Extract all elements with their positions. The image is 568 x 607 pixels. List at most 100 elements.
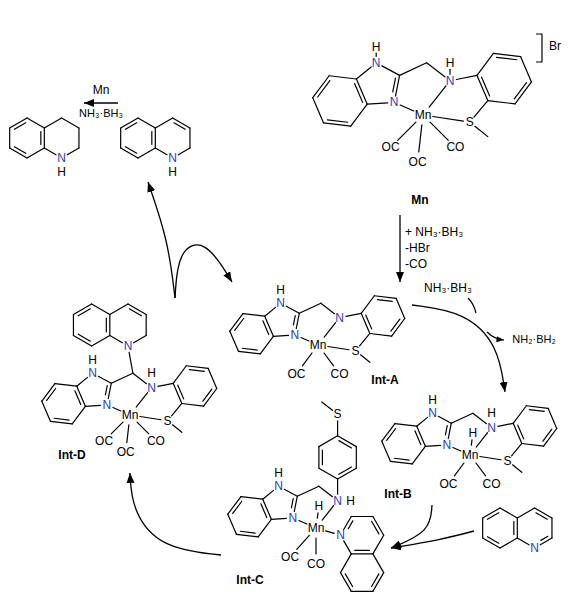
bond-line bbox=[370, 333, 392, 336]
compound-label: Int-C bbox=[236, 574, 263, 587]
bond-line bbox=[361, 313, 370, 333]
bond-line bbox=[134, 336, 147, 343]
bond-line bbox=[382, 66, 400, 76]
bond-line bbox=[299, 521, 307, 524]
atom-label: Br bbox=[549, 40, 561, 53]
atom-label: H bbox=[346, 494, 355, 507]
bond-line bbox=[110, 304, 128, 315]
compound-label: Int-D bbox=[58, 449, 85, 462]
bond-line bbox=[373, 554, 384, 573]
bond-line bbox=[136, 393, 147, 407]
bond-line bbox=[263, 499, 272, 519]
compound-label: Int-A bbox=[371, 374, 398, 387]
bond-line bbox=[140, 417, 161, 420]
atom-label: H bbox=[147, 367, 156, 380]
bond-line bbox=[456, 75, 477, 79]
bond-line bbox=[111, 422, 123, 434]
bond-line bbox=[512, 443, 522, 455]
atom-label: CO bbox=[147, 435, 165, 448]
bond-line bbox=[498, 423, 513, 426]
bond-line bbox=[173, 366, 186, 384]
bond-line bbox=[355, 550, 370, 551]
atom-label: OC bbox=[287, 368, 305, 381]
atom-label: CO bbox=[307, 558, 325, 571]
atom-label: N bbox=[274, 480, 283, 493]
bond-line bbox=[445, 426, 447, 435]
bond-line bbox=[395, 75, 399, 96]
bond-line bbox=[77, 386, 86, 406]
bond-line bbox=[263, 490, 274, 499]
bond-line bbox=[425, 445, 440, 446]
bond-line bbox=[351, 516, 373, 517]
bond-line bbox=[366, 315, 372, 329]
bond-line bbox=[356, 67, 371, 79]
bond-line bbox=[98, 376, 111, 383]
atom-label: S bbox=[466, 116, 474, 129]
bond-line bbox=[294, 496, 297, 511]
bond-line bbox=[500, 508, 517, 518]
reaction-arrow bbox=[84, 102, 118, 103]
bond-line bbox=[496, 57, 516, 59]
bond-line bbox=[120, 128, 121, 148]
bond-line bbox=[400, 105, 414, 111]
bond-line bbox=[178, 385, 184, 399]
atom-label: N bbox=[487, 421, 496, 434]
bond-line bbox=[173, 383, 182, 403]
atom-label: N bbox=[103, 399, 112, 412]
atom-label: N bbox=[446, 75, 455, 88]
bond-line bbox=[541, 536, 548, 540]
reagent-label: NH₂·BH₂ bbox=[512, 334, 555, 346]
bond-line bbox=[521, 57, 532, 82]
bond-line bbox=[487, 537, 498, 544]
atom-label: N bbox=[289, 512, 298, 525]
structure: N bbox=[474, 505, 562, 561]
bond-line bbox=[14, 147, 25, 154]
bond-line bbox=[78, 128, 79, 148]
bond-line bbox=[473, 413, 487, 423]
compound-label: Mn bbox=[411, 194, 428, 207]
bond-line bbox=[351, 591, 373, 592]
bond-line bbox=[500, 538, 517, 548]
atom-label: H bbox=[88, 354, 97, 367]
bond-line bbox=[265, 316, 274, 336]
bond-line bbox=[27, 148, 44, 158]
bond-line bbox=[322, 402, 333, 410]
atom-label: OC bbox=[281, 551, 299, 564]
bond-line bbox=[110, 336, 123, 343]
bond-line bbox=[111, 373, 133, 383]
bond-line bbox=[138, 118, 155, 128]
bond-line bbox=[85, 405, 100, 406]
bond-line bbox=[42, 401, 51, 421]
reagent-label: NH₃·BH₃ bbox=[79, 108, 123, 120]
reaction-arrow bbox=[175, 245, 232, 298]
bond-line bbox=[339, 467, 352, 474]
bond-line bbox=[453, 448, 461, 451]
bond-line bbox=[322, 450, 323, 465]
bond-line bbox=[318, 447, 319, 469]
bond-line bbox=[328, 347, 349, 350]
bond-line bbox=[372, 574, 379, 587]
byproduct-hook bbox=[487, 332, 504, 340]
atom-label: N bbox=[147, 381, 156, 394]
bond-line bbox=[487, 513, 498, 520]
bond-line bbox=[155, 128, 156, 148]
bond-line bbox=[476, 433, 487, 447]
bond-line bbox=[417, 417, 428, 426]
bond-line bbox=[125, 123, 136, 129]
bond-line bbox=[377, 300, 392, 302]
bond-line bbox=[319, 486, 333, 496]
bond-line bbox=[515, 82, 531, 104]
bond-line bbox=[351, 553, 373, 554]
atom-label: N bbox=[336, 529, 345, 542]
bond-line bbox=[382, 441, 391, 461]
bond-line bbox=[174, 123, 185, 129]
counterion-bracket bbox=[536, 34, 542, 62]
bond-line bbox=[427, 63, 445, 77]
atom-label: N bbox=[124, 340, 133, 353]
bond-line bbox=[448, 423, 451, 438]
bond-line bbox=[517, 508, 534, 518]
bond-line bbox=[319, 468, 338, 479]
bond-line bbox=[208, 368, 217, 388]
structure: NH bbox=[118, 100, 198, 182]
atom-label: OC bbox=[409, 156, 427, 169]
